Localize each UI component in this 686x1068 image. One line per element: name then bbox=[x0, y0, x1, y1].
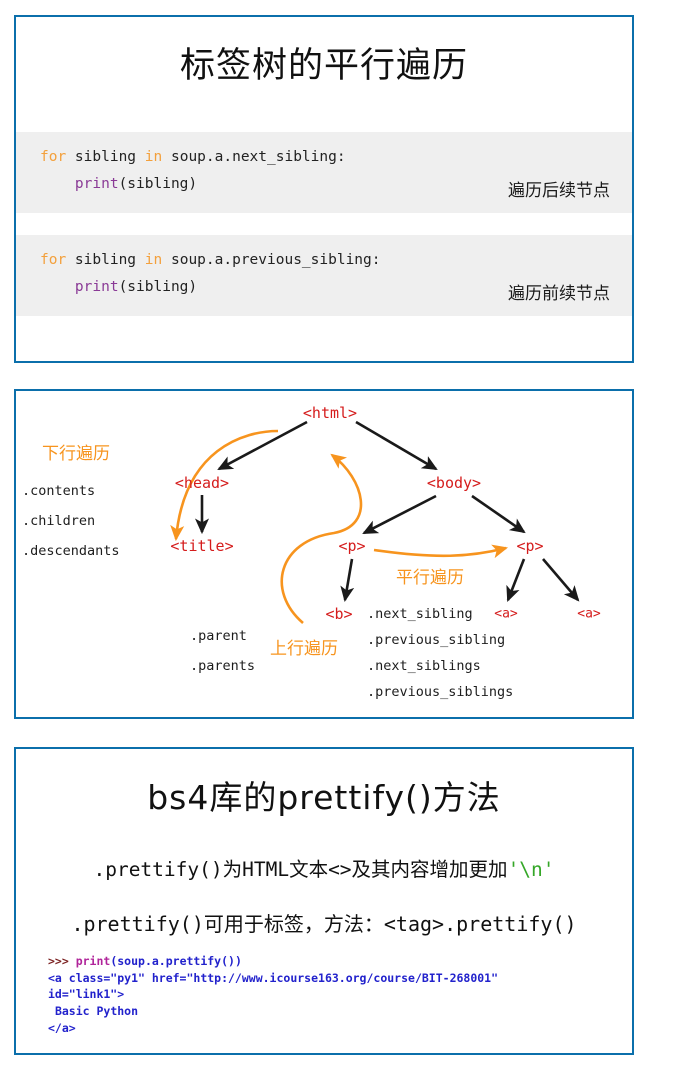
attr-previous-sibling: .previous_sibling bbox=[367, 632, 506, 648]
node-a-right: <a> bbox=[577, 606, 601, 622]
print-args: (sibling) bbox=[118, 176, 198, 193]
attr-next-sibling: .next_sibling bbox=[367, 606, 473, 622]
label-down-traversal: 下行遍历 bbox=[42, 444, 110, 464]
node-p-right: <p> bbox=[516, 537, 544, 555]
code-block-prettify-output: >>> print(soup.a.prettify()) <a class="p… bbox=[48, 953, 568, 1036]
node-head: <head> bbox=[174, 474, 230, 492]
code-tail: soup.a.previous_sibling: bbox=[162, 251, 381, 268]
parallel-traversal-arrow bbox=[373, 544, 509, 559]
attr-children: .children bbox=[22, 513, 96, 529]
code-mid: sibling bbox=[66, 148, 145, 165]
print-call-args: (soup.a.prettify()) bbox=[110, 954, 242, 968]
down-traversal-arrow bbox=[170, 429, 279, 542]
attr-parent: .parent bbox=[190, 628, 247, 644]
label-up-traversal: 上行遍历 bbox=[270, 639, 338, 659]
attr-previous-siblings: .previous_siblings bbox=[367, 684, 514, 700]
slide-prettify-method: bs4库的prettify()方法 .prettify()为HTML文本<>及其… bbox=[14, 747, 634, 1055]
slide-tag-tree-diagram: <html> <head> <body> <title> <p> <p> <b>… bbox=[14, 389, 634, 719]
function-print: print bbox=[74, 176, 119, 193]
function-print: print bbox=[75, 954, 111, 968]
attr-parents: .parents bbox=[190, 658, 256, 674]
node-body: <body> bbox=[426, 474, 482, 492]
label-parallel-traversal: 平行遍历 bbox=[396, 568, 464, 588]
keyword-for: for bbox=[40, 251, 67, 268]
keyword-in: in bbox=[144, 251, 163, 268]
code-line-print-next: print(sibling) bbox=[16, 171, 632, 199]
annotation-previous-sibling: 遍历前续节点 bbox=[508, 283, 610, 304]
prettify-desc-text: .prettify()为HTML文本<>及其内容增加更加 bbox=[93, 858, 508, 881]
prettify-description-1: .prettify()为HTML文本<>及其内容增加更加'\n' bbox=[16, 853, 632, 882]
tag-tree-diagram: <html> <head> <body> <title> <p> <p> <b>… bbox=[16, 391, 632, 717]
node-a-left: <a> bbox=[494, 606, 518, 622]
code-line-print-prev: print(sibling) bbox=[16, 274, 632, 302]
prettify-output-body: <a class="py1" href="http://www.icourse1… bbox=[48, 970, 499, 1035]
diagram-arrows bbox=[170, 420, 580, 624]
code-block-previous-sibling: for sibling in soup.a.previous_sibling: … bbox=[16, 234, 632, 316]
page-title: bs4库的prettify()方法 bbox=[147, 778, 501, 817]
function-print: print bbox=[74, 279, 119, 296]
code-mid: sibling bbox=[66, 251, 145, 268]
print-args: (sibling) bbox=[118, 279, 198, 296]
up-traversal-arrow bbox=[280, 453, 363, 624]
code-line-for-next: for sibling in soup.a.next_sibling: bbox=[16, 144, 632, 172]
attr-descendants: .descendants bbox=[22, 543, 120, 559]
tree-edges bbox=[194, 420, 580, 603]
newline-literal: '\n' bbox=[507, 858, 555, 881]
page-title: 标签树的平行遍历 bbox=[179, 46, 468, 86]
attr-contents: .contents bbox=[22, 483, 96, 499]
code-tail: soup.a.next_sibling: bbox=[162, 148, 346, 165]
code-block-next-sibling: for sibling in soup.a.next_sibling: prin… bbox=[16, 131, 632, 213]
node-html: <html> bbox=[302, 404, 358, 422]
repl-prompt: >>> bbox=[48, 954, 76, 968]
prettify-description-2: .prettify()可用于标签，方法：<tag>.prettify() bbox=[71, 912, 577, 936]
keyword-for: for bbox=[40, 148, 67, 165]
node-b: <b> bbox=[325, 605, 353, 623]
code-line-for-prev: for sibling in soup.a.previous_sibling: bbox=[16, 247, 632, 275]
node-p-left: <p> bbox=[338, 537, 366, 555]
node-title: <title> bbox=[170, 537, 234, 555]
slide-parallel-traversal: 标签树的平行遍历 for sibling in soup.a.next_sibl… bbox=[14, 15, 634, 363]
annotation-next-sibling: 遍历后续节点 bbox=[508, 180, 610, 201]
keyword-in: in bbox=[144, 148, 163, 165]
attr-next-siblings: .next_siblings bbox=[367, 658, 481, 674]
